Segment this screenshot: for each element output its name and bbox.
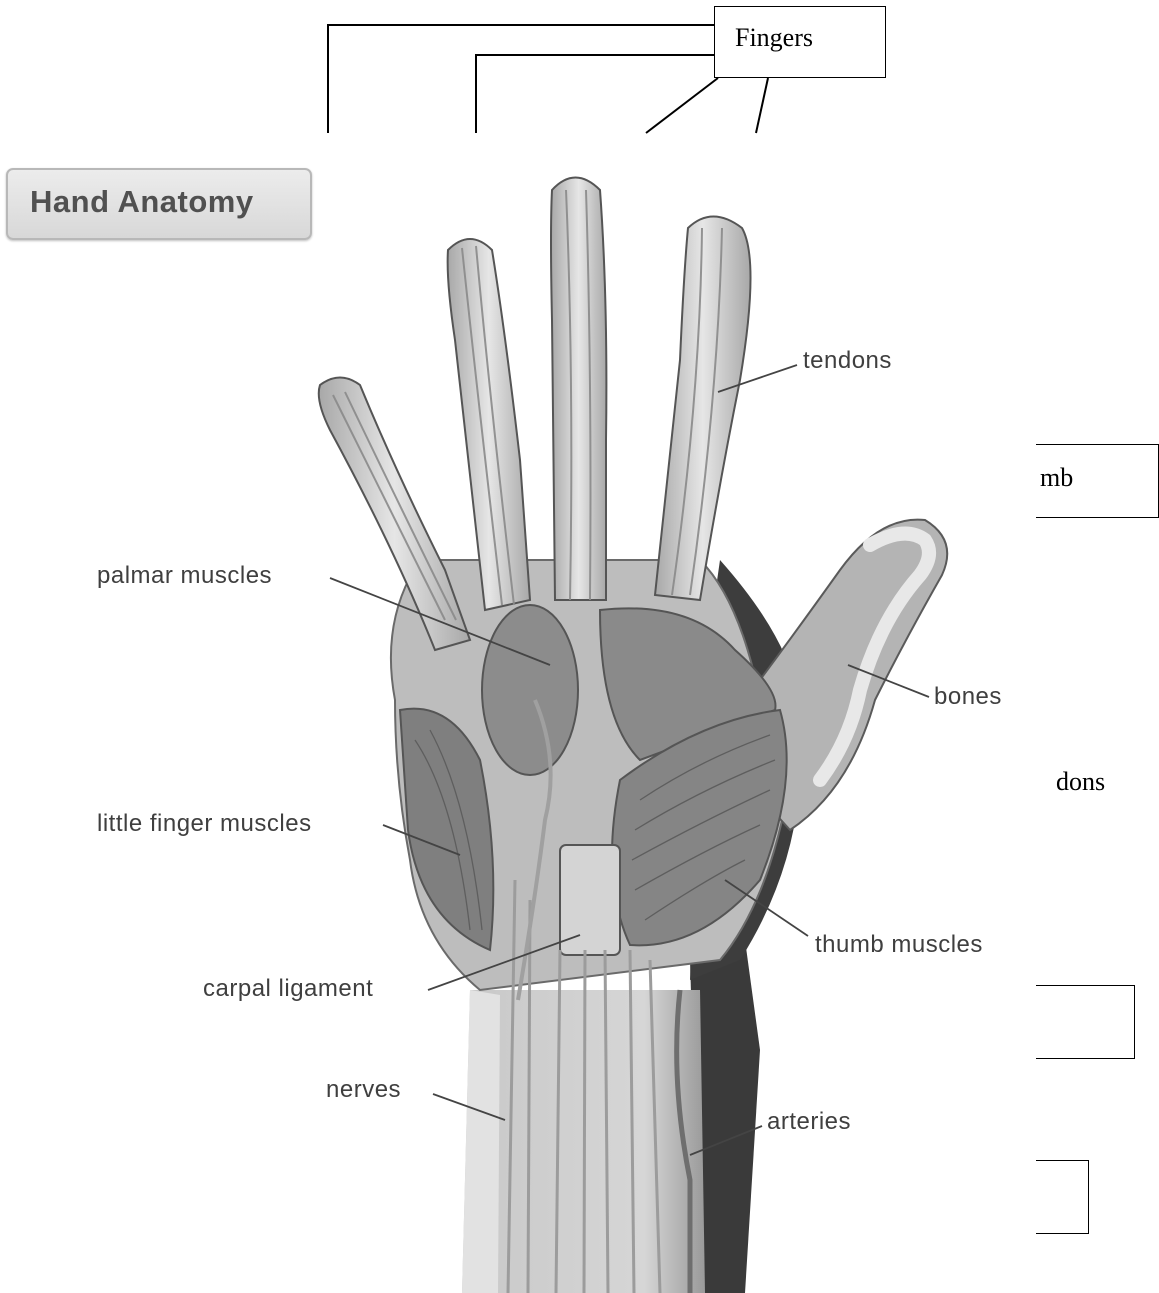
ring-finger: [448, 239, 530, 610]
page-title: Hand Anatomy: [30, 184, 254, 220]
answer-box-thumb-text: mb: [1040, 463, 1073, 493]
fingers-connector-lines: [328, 25, 768, 133]
label-nerves: nerves: [326, 1076, 401, 1104]
answer-box-empty-2: [1036, 1160, 1089, 1234]
answer-box-fingers-text: Fingers: [735, 23, 813, 53]
label-thumb-muscles: thumb muscles: [815, 931, 983, 959]
index-finger: [655, 217, 751, 601]
answer-box-thumb: mb: [1036, 444, 1159, 518]
palmar-muscle: [482, 605, 578, 775]
title-badge: Hand Anatomy: [6, 168, 312, 240]
label-bones: bones: [934, 683, 1002, 711]
answer-box-empty-1: [1036, 985, 1135, 1059]
label-tendons: tendons: [803, 347, 892, 375]
little-finger: [319, 378, 470, 651]
label-little-finger-muscles: little finger muscles: [97, 810, 312, 838]
label-carpal-ligament: carpal ligament: [203, 975, 373, 1003]
answer-box-fingers: Fingers: [714, 6, 886, 78]
answer-box-tendons-text: dons: [1056, 767, 1105, 797]
label-arteries: arteries: [767, 1108, 851, 1136]
label-palmar-muscles: palmar muscles: [97, 562, 272, 590]
middle-finger: [551, 178, 606, 601]
